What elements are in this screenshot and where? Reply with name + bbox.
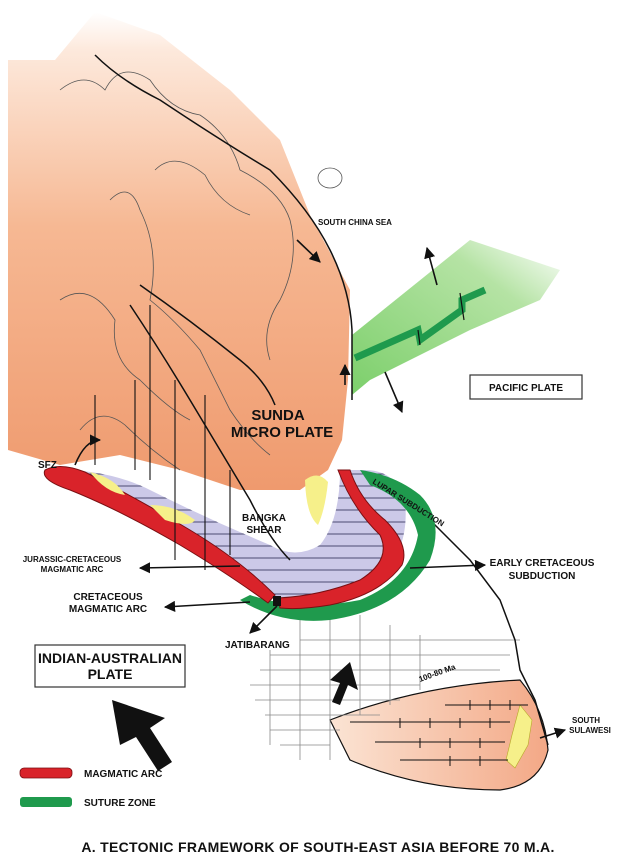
shear-arrow-top: [296, 239, 321, 263]
label-age: 100-80 Ma: [418, 662, 458, 684]
legend-label-suture: SUTURE ZONE: [84, 798, 156, 809]
ocean-grid: [250, 615, 520, 760]
ridge-axis: [353, 286, 487, 362]
sulawesi-block: [329, 679, 549, 791]
label-early-cretaceous-2: SUBDUCTION: [509, 571, 576, 582]
magmatic-arc-east: [277, 469, 405, 610]
suture-zone: [240, 470, 436, 621]
sulawesi-yellow: [505, 704, 533, 769]
label-indian-plate: PLATE: [88, 666, 133, 682]
label-south-sulawesi: SOUTH: [572, 716, 600, 725]
motion-arrow-ocean: [330, 662, 358, 705]
arrow-jurassic: [138, 562, 241, 574]
jatibarang-marker: [273, 596, 281, 606]
label-early-cretaceous: EARLY CRETACEOUS: [490, 558, 595, 569]
figure-caption: A. TECTONIC FRAMEWORK OF SOUTH-EAST ASIA…: [81, 839, 554, 855]
arrow-early-cretaceous: [409, 559, 487, 571]
label-sfz: SFZ: [38, 460, 57, 471]
legend-label-arc: MAGMATIC ARC: [84, 769, 162, 780]
basin-hatch: [60, 470, 406, 600]
label-jurassic: JURASSIC-CRETACEOUS: [23, 555, 122, 564]
label-cretaceous-2: MAGMATIC ARC: [69, 604, 147, 615]
fault-diag: [139, 284, 276, 406]
ridge-arrow-south: [384, 371, 404, 414]
label-pacific-plate: PACIFIC PLATE: [489, 383, 563, 394]
fault-long: [129, 304, 291, 561]
label-sulawesi: SULAWESI: [569, 726, 611, 735]
label-jurassic-2: MAGMATIC ARC: [41, 565, 104, 574]
label-indian-australian: INDIAN-AUSTRALIAN: [38, 650, 182, 666]
ridge-arrow-north: [424, 246, 438, 286]
coastline-5: [79, 415, 181, 471]
label-jatibarang: JATIBARANG: [225, 640, 290, 651]
indian-plate-box: [34, 644, 186, 688]
pacific-plate-box: [469, 374, 583, 400]
ridge-offset-2: [459, 292, 465, 321]
label-micro-plate: MICRO PLATE: [231, 424, 333, 441]
sunda-plate-area: [8, 12, 350, 490]
main-fault: [94, 54, 353, 400]
sulawesi-ticks: [399, 700, 511, 766]
ridge-offset-1: [417, 329, 421, 346]
coastline-4: [154, 160, 251, 216]
label-south-china-sea: SOUTH CHINA SEA: [318, 218, 392, 227]
trench-line: [429, 519, 549, 746]
coastline-2: [109, 191, 271, 456]
arrow-jatibarang: [249, 605, 278, 634]
vertical-faults: [94, 305, 231, 570]
yellow-patch-1: [305, 475, 328, 525]
sfz-arrow: [74, 434, 102, 466]
island-hainan: [317, 167, 343, 189]
motion-arrow-indian: [112, 700, 172, 771]
coastline-1: [59, 71, 294, 361]
yellow-patch-3: [90, 472, 125, 495]
yellow-patch-2: [150, 505, 195, 524]
legend-swatch-arc: [19, 767, 73, 779]
arrow-cretaceous: [163, 600, 251, 612]
label-shear: SHEAR: [246, 525, 282, 536]
label-bangka: BANGKA: [242, 513, 286, 524]
coastline-3: [59, 292, 191, 421]
label-sunda: SUNDA: [251, 407, 305, 424]
arrow-sulawesi: [539, 727, 567, 739]
legend-swatch-suture: [20, 797, 72, 807]
label-cretaceous: CRETACEOUS: [73, 592, 143, 603]
